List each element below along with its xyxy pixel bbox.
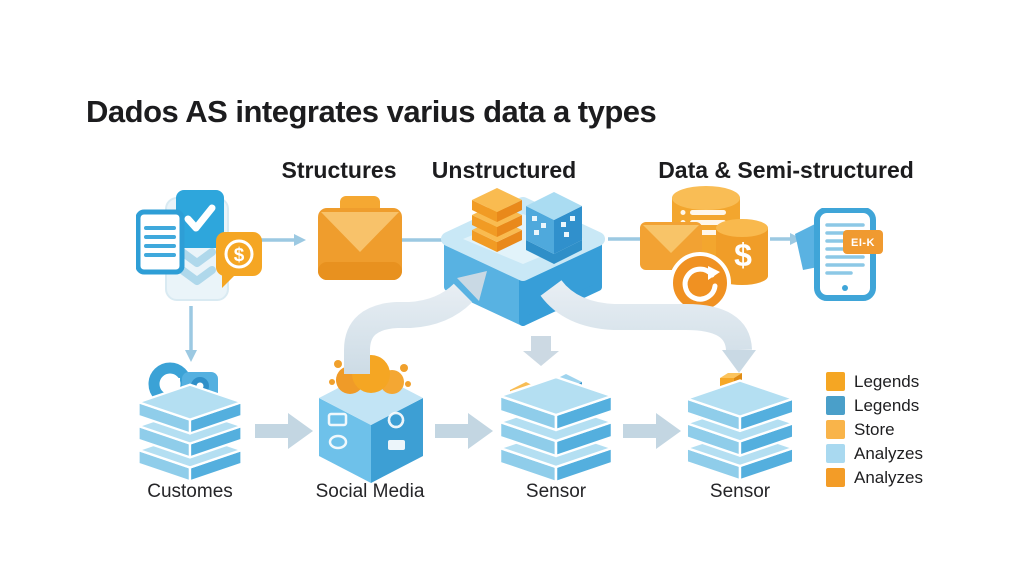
legend-swatch	[826, 372, 845, 391]
sync-circle-icon	[669, 252, 731, 314]
legend-swatch	[826, 396, 845, 415]
legend-label: Legends	[854, 395, 920, 415]
mini-database-stack-icon	[472, 188, 522, 252]
tablet-report-icon: EI-K	[793, 207, 893, 308]
device-tag	[843, 230, 883, 254]
svg-text:$: $	[234, 245, 245, 266]
label-sensor-2: Sensor	[709, 481, 771, 502]
databases-mail-sync-icon: $	[638, 180, 776, 320]
label-sensor-1: Sensor	[525, 481, 587, 502]
legend-item: Legends	[826, 396, 923, 415]
device-tag-text: EI-K	[851, 237, 875, 249]
legend-swatch	[826, 468, 845, 487]
legend-item: Analyzes	[826, 468, 923, 487]
legend-label: Store	[854, 419, 895, 439]
header-unstructured: Unstructured	[431, 157, 577, 183]
header-structured: Structures	[281, 157, 397, 183]
label-customes: Customes	[147, 481, 233, 502]
structured-documents-icon: $	[135, 190, 264, 310]
customer-data-stack-icon	[128, 362, 252, 491]
mail-envelope-icon	[310, 196, 410, 293]
legend-swatch	[826, 420, 845, 439]
legend-swatch	[826, 444, 845, 463]
sensor-bars-stack-icon	[682, 360, 798, 489]
data-platform-cube-icon	[438, 182, 613, 337]
legend-item: Store	[826, 420, 923, 439]
svg-text:$: $	[734, 237, 752, 273]
mini-cube-icon	[526, 192, 582, 264]
sensor-blocks-stack-icon	[498, 360, 614, 489]
legend: Legends Legends Store Analyzes Analyzes	[826, 372, 923, 487]
legend-label: Analyzes	[854, 467, 923, 487]
legend-label: Analyzes	[854, 443, 923, 463]
legend-item: Legends	[826, 372, 923, 391]
legend-label: Legends	[854, 371, 920, 391]
legend-item: Analyzes	[826, 444, 923, 463]
header-semi-structured: Data & Semi-structured	[658, 157, 914, 183]
label-social-media: Social Media	[315, 481, 425, 502]
page-title: Dados AS integrates varius data a types	[86, 94, 657, 129]
bubbles-icon	[329, 355, 411, 394]
social-media-cube-icon	[312, 352, 430, 489]
